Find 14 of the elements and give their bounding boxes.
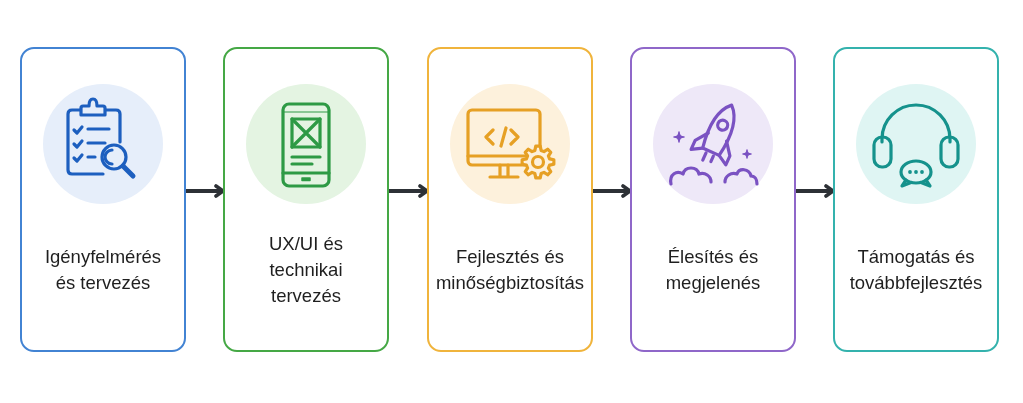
step-label: Fejlesztés és minőségbiztosítás xyxy=(434,245,586,295)
step-label: UX/UI és technikai tervezés xyxy=(268,232,344,308)
step-card xyxy=(427,47,593,352)
step-card xyxy=(223,47,389,352)
step-card xyxy=(833,47,999,352)
step-card xyxy=(20,47,186,352)
step-label: Élesítés és megjelenés xyxy=(664,245,762,295)
arrow xyxy=(796,184,835,198)
arrow xyxy=(593,184,632,198)
arrow xyxy=(186,184,225,198)
step-label: Igényfelmérés és tervezés xyxy=(43,245,163,295)
arrow xyxy=(389,184,429,198)
step-card xyxy=(630,47,796,352)
step-label: Támogatás és továbbfejlesztés xyxy=(848,245,984,295)
